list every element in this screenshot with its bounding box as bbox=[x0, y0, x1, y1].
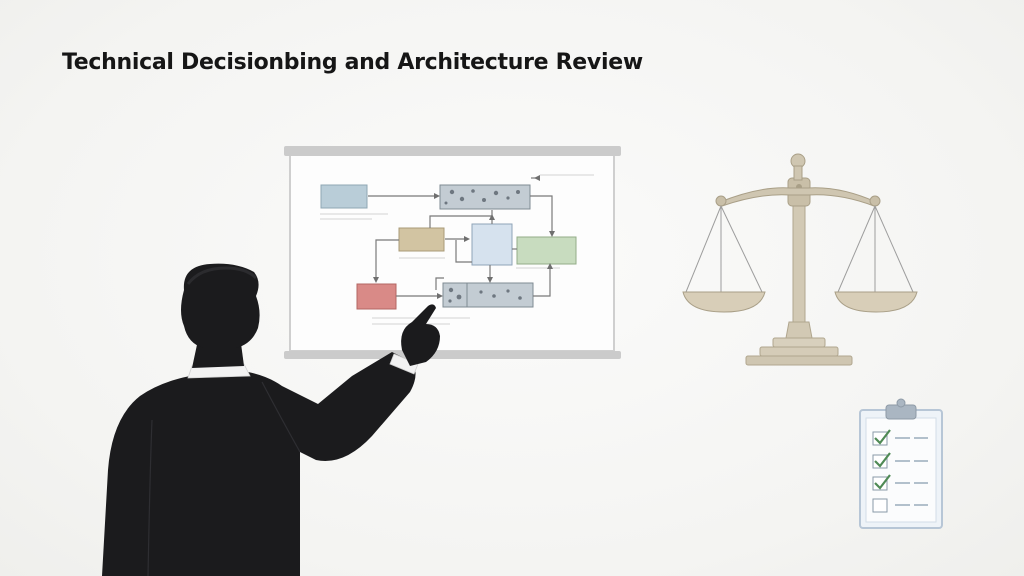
presenter-head bbox=[181, 263, 260, 348]
checklist-clipboard-icon bbox=[859, 398, 943, 529]
service-top-dots bbox=[444, 189, 520, 205]
checklist-item-2 bbox=[872, 452, 928, 469]
presenter-silhouette bbox=[102, 263, 440, 576]
diagram-box-service-top bbox=[439, 184, 531, 210]
scale-strings bbox=[685, 205, 914, 293]
whiteboard-bottom-rail bbox=[284, 351, 621, 359]
page-title: Technical Decisionbing and Architecture … bbox=[62, 50, 643, 75]
check-mark-icon bbox=[874, 452, 891, 468]
balance-scale-icon bbox=[682, 153, 918, 366]
scale-right-pan bbox=[834, 291, 918, 313]
diagram-box-green bbox=[516, 236, 577, 265]
checklist-item-3 bbox=[872, 474, 928, 491]
pointing-hand bbox=[401, 304, 440, 366]
diagram-box-blue bbox=[320, 184, 368, 209]
diagram-box-lightblue bbox=[471, 223, 513, 266]
service-bottom-dots bbox=[448, 287, 522, 303]
whiteboard-top-rail bbox=[284, 146, 621, 156]
diagram-box-red bbox=[356, 283, 397, 310]
scale-left-pan bbox=[682, 291, 766, 313]
diagram-box-service-bottom bbox=[442, 282, 534, 308]
check-mark-icon bbox=[874, 474, 891, 490]
architecture-whiteboard bbox=[284, 146, 621, 359]
diagram-arrowheads bbox=[373, 175, 555, 299]
checklist-item-1 bbox=[872, 429, 928, 446]
suit-body bbox=[102, 352, 416, 576]
diagram-box-tan bbox=[398, 227, 445, 252]
check-mark-icon bbox=[874, 429, 891, 445]
checklist-item-4 bbox=[872, 498, 928, 513]
diagram-connectors bbox=[368, 177, 553, 297]
